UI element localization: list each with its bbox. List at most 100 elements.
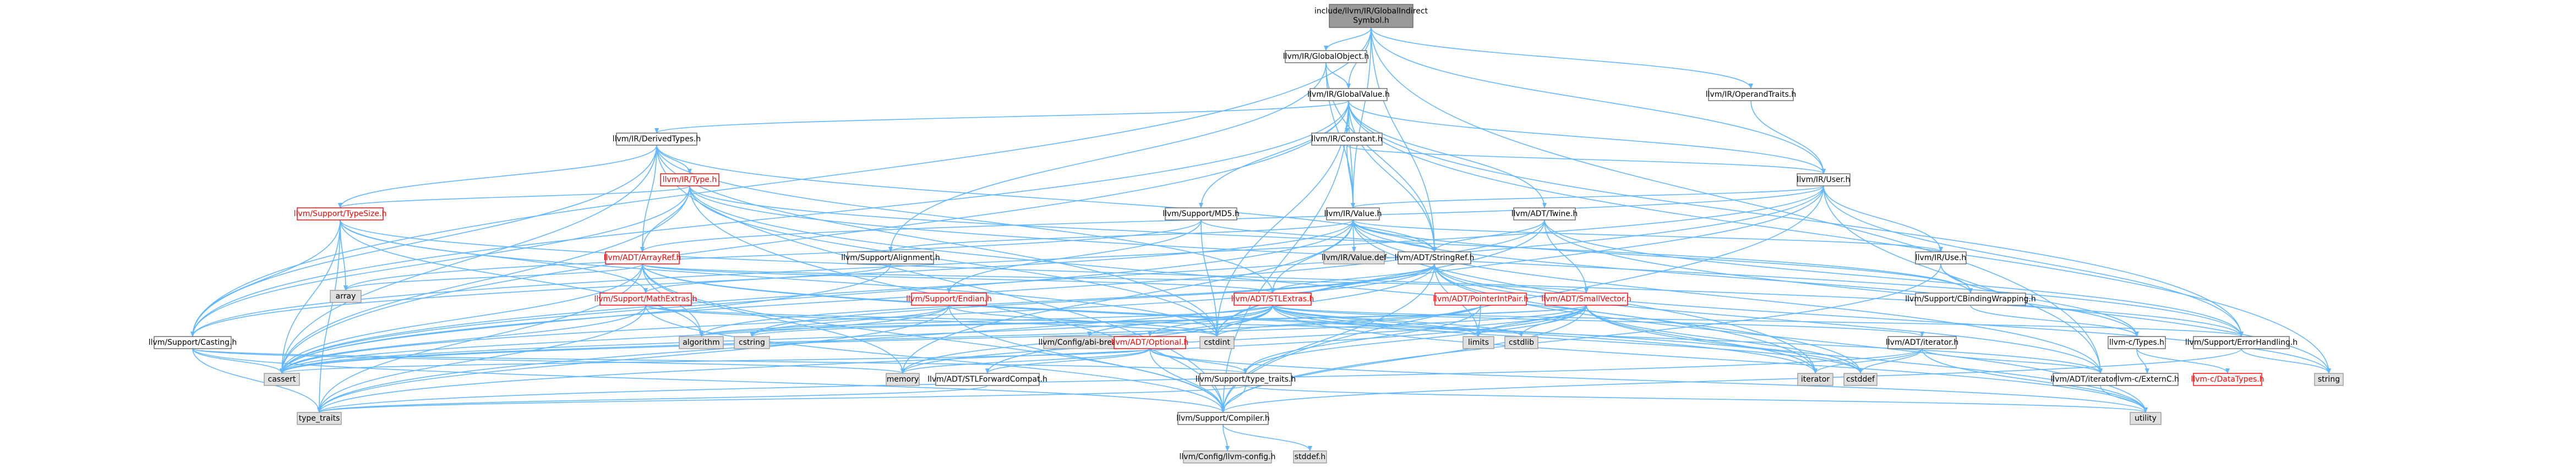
node-label-pointerintpair: llvm/ADT/PointerIntPair.h [1433,295,1529,304]
edge-irtype-to-typesize [338,185,690,208]
edge-endian-to-cassert [280,305,949,374]
node-typetraits_support[interactable]: llvm/Support/type_traits.h [1196,373,1296,386]
node-box-twine [1513,207,1576,221]
edge-stlextras-to-utility [1272,305,2148,413]
node-label-utility: utility [2135,414,2157,423]
edge-iterator-to-cstddef [1858,348,1923,374]
node-label-md5: llvm/Support/MD5.h [1163,210,1240,218]
node-box-globalvalue [1309,88,1388,101]
node-user[interactable]: llvm/IR/User.h [1797,173,1851,186]
edge-stringref-to-cstring [750,263,1435,337]
node-box-algorithm [679,336,724,349]
edge-optional-to-memory [900,348,1150,374]
node-stlextras[interactable]: llvm/ADT/STLExtras.h [1231,293,1314,306]
node-globalvalue[interactable]: llvm/IR/GlobalValue.h [1307,88,1390,101]
node-md5[interactable]: llvm/Support/MD5.h [1163,207,1240,221]
edge-casting-to-memory [192,348,905,374]
edge-derivedtypes-to-stringref [656,145,1437,252]
node-cbinding[interactable]: llvm/Support/CBindingWrapping.h [1905,293,2036,306]
node-twine[interactable]: llvm/ADT/Twine.h [1511,207,1578,221]
node-label-datatypes: llvm-c/DataTypes.h [2191,375,2264,384]
node-ctypes[interactable]: llvm-c/Types.h [2108,336,2166,349]
edge-derivedtypes-to-casting [190,145,657,337]
node-optional[interactable]: llvm/ADT/Optional.h [1111,336,1189,349]
node-label-irvalue: llvm/IR/Value.h [1324,210,1382,218]
node-box-type_traits [297,412,342,425]
edge-typesize-to-algorithm [340,219,703,337]
edge-stringref-to-string [1434,263,2331,374]
node-box-stringref [1398,251,1471,264]
node-irvalue[interactable]: llvm/IR/Value.h [1324,207,1382,221]
node-box-iterator_h [1797,373,1833,386]
edge-alignment-to-cassert [280,263,891,374]
node-label-algorithm: algorithm [683,338,720,347]
node-limits: limits [1462,336,1494,349]
node-constant[interactable]: llvm/IR/Constant.h [1311,133,1383,146]
node-errorhandling[interactable]: llvm/Support/ErrorHandling.h [2185,336,2297,349]
node-compiler[interactable]: llvm/Support/Compiler.h [1176,412,1270,425]
node-pointerintpair[interactable]: llvm/ADT/PointerIntPair.h [1433,293,1529,306]
node-endian[interactable]: llvm/Support/Endian.h [906,293,992,306]
edge-constant-to-user [1346,145,1826,174]
edge-smallvector-to-typetraits_support [1243,305,1587,374]
node-box-root [1329,4,1413,28]
node-box-stlforwardcompat [935,373,1040,386]
edge-mathextras-to-cassert [280,305,646,374]
node-label-twine: llvm/ADT/Twine.h [1511,210,1578,218]
node-box-constant [1311,133,1383,146]
edge-globalvalue-to-irvalue [1348,100,1355,208]
edge-alignment-to-mathextras [643,263,891,294]
node-operandtraits[interactable]: llvm/IR/OperandTraits.h [1706,88,1796,101]
node-array: array [330,290,362,303]
edge-stlforwardcompat-to-type_traits [317,385,988,413]
edge-irvalue-to-memory [900,219,1354,374]
node-label-cstdlib: cstdlib [1509,338,1534,347]
node-label-limits: limits [1468,338,1489,347]
node-casting[interactable]: llvm/Support/Casting.h [149,336,237,349]
node-box-array [330,290,362,303]
node-mathextras[interactable]: llvm/Support/MathExtras.h [594,293,697,306]
node-irtype[interactable]: llvm/IR/Type.h [660,173,719,186]
edge-stlextras-to-algorithm [699,305,1273,337]
node-box-globalobject [1285,50,1367,63]
node-alignment[interactable]: llvm/Support/Alignment.h [841,251,940,264]
node-label-typesize: llvm/Support/TypeSize.h [294,210,387,218]
node-arrayref[interactable]: llvm/ADT/ArrayRef.h [604,251,681,264]
node-box-errorhandling [2193,336,2290,349]
node-datatypes[interactable]: llvm-c/DataTypes.h [2191,373,2264,386]
node-label-errorhandling: llvm/Support/ErrorHandling.h [2185,338,2297,347]
edge-user-to-casting [190,185,1824,337]
edge-compiler-to-stddef [1222,424,1312,451]
node-derivedtypes[interactable]: llvm/IR/DerivedTypes.h [613,133,701,146]
edge-typesize-to-casting [190,219,341,337]
node-label-compiler: llvm/Support/Compiler.h [1176,414,1270,423]
node-label-stlextras: llvm/ADT/STLExtras.h [1231,295,1314,304]
node-typesize[interactable]: llvm/Support/TypeSize.h [294,207,387,221]
edge-globalvalue-to-cassert [280,100,1349,374]
edge-root-to-user [1371,27,1826,174]
node-label-ctypes: llvm-c/Types.h [2109,338,2164,347]
node-label-root-1: Symbol.h [1353,16,1389,25]
node-iruse[interactable]: llvm/IR/Use.h [1915,251,1967,264]
edge-arrayref-to-array [343,263,643,291]
node-box-operandtraits [1708,88,1794,101]
edge-arrayref-to-stlextras [642,263,1275,294]
node-stringref[interactable]: llvm/ADT/StringRef.h [1395,251,1475,264]
node-label-constant: llvm/IR/Constant.h [1311,135,1382,144]
node-label-endian: llvm/Support/Endian.h [906,295,992,304]
edge-derivedtypes-to-cassert [280,145,657,374]
node-label-memory: memory [887,375,919,384]
node-globalobject[interactable]: llvm/IR/GlobalObject.h [1283,50,1369,63]
node-externc[interactable]: llvm-c/ExternC.h [2115,373,2179,386]
edge-casting-to-compiler [192,348,1225,413]
node-iterator[interactable]: llvm/ADT/iterator.h [1886,336,1958,349]
edge-iterator-to-utility [1922,348,2148,413]
node-box-cstdint [1199,336,1235,349]
node-stlforwardcompat[interactable]: llvm/ADT/STLForwardCompat.h [927,373,1047,386]
edge-irvalue-to-cbinding [1352,219,1973,294]
edge-globalvalue-to-md5 [1199,100,1349,208]
edge-smallvector-to-cstddef [1586,305,1863,374]
edge-mathextras-to-type_traits [317,305,646,413]
node-smallvector[interactable]: llvm/ADT/SmallVector.h [1541,293,1631,306]
